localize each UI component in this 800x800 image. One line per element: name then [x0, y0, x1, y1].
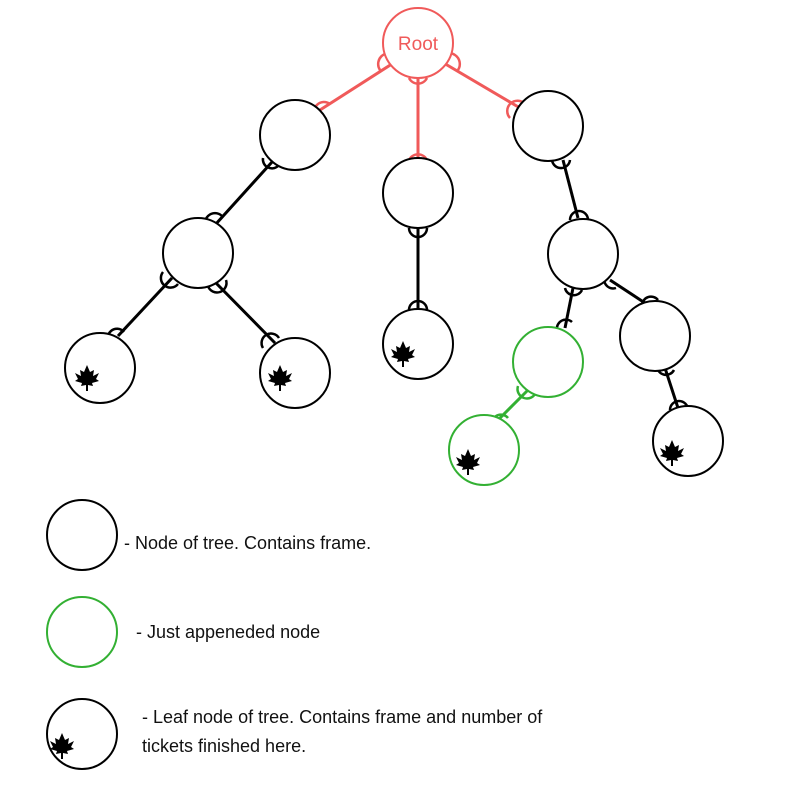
edge-leftmid-leaf1	[116, 276, 174, 338]
tree-nodes	[64, 7, 724, 486]
arc-leftmid-bl	[159, 271, 179, 289]
tree-node-right	[512, 90, 584, 162]
just-appended-leaf-node	[448, 414, 520, 486]
edge-root-right	[441, 60, 521, 110]
legend-node-symbol	[46, 499, 118, 571]
edge-left-leftmid	[213, 160, 274, 227]
legend-leaf-text-line1: - Leaf node of tree. Contains frame and …	[142, 707, 543, 727]
leaf-node-right	[652, 405, 724, 477]
legend-symbols	[46, 499, 118, 770]
edge-root-left	[319, 60, 396, 112]
arc-leaf2-top	[260, 332, 281, 349]
arc-left-bottom	[261, 157, 279, 170]
arc-middleleaf-top	[407, 299, 429, 311]
arc-rightmid-top	[568, 209, 590, 221]
legend-appended-symbol	[46, 596, 118, 668]
leaf-node-middle	[382, 308, 454, 380]
root-node	[382, 7, 454, 79]
edge-leftmid-leaf2	[213, 280, 277, 345]
leaf-node-1	[64, 332, 136, 404]
arc-middle-bottom	[407, 227, 429, 239]
leaf-node-2	[259, 337, 331, 409]
root-label: Root	[398, 34, 439, 55]
tree-node-rightchild	[619, 300, 691, 372]
legend-leaf-text-line2: tickets finished here.	[142, 736, 307, 756]
edge-right-rightmid	[561, 159, 580, 219]
tree-node-middle	[382, 157, 454, 229]
edge-rightmid-rightchild	[609, 278, 649, 307]
tree-node-leftmid	[162, 217, 234, 289]
legend-appended-text: - Just appeneded node	[136, 622, 321, 642]
arc-rightmid-bl	[563, 287, 584, 297]
connector-arcs	[106, 51, 690, 425]
just-appended-node	[512, 326, 584, 398]
arc-leftmid-br	[206, 279, 228, 294]
legend-node-text: - Node of tree. Contains frame.	[124, 533, 372, 553]
leaf-icons	[75, 341, 684, 475]
tree-node-left	[259, 99, 331, 171]
tree-node-rightmid	[547, 218, 619, 290]
legend-leaf-symbol	[46, 698, 118, 770]
arc-root-middle	[407, 77, 429, 85]
